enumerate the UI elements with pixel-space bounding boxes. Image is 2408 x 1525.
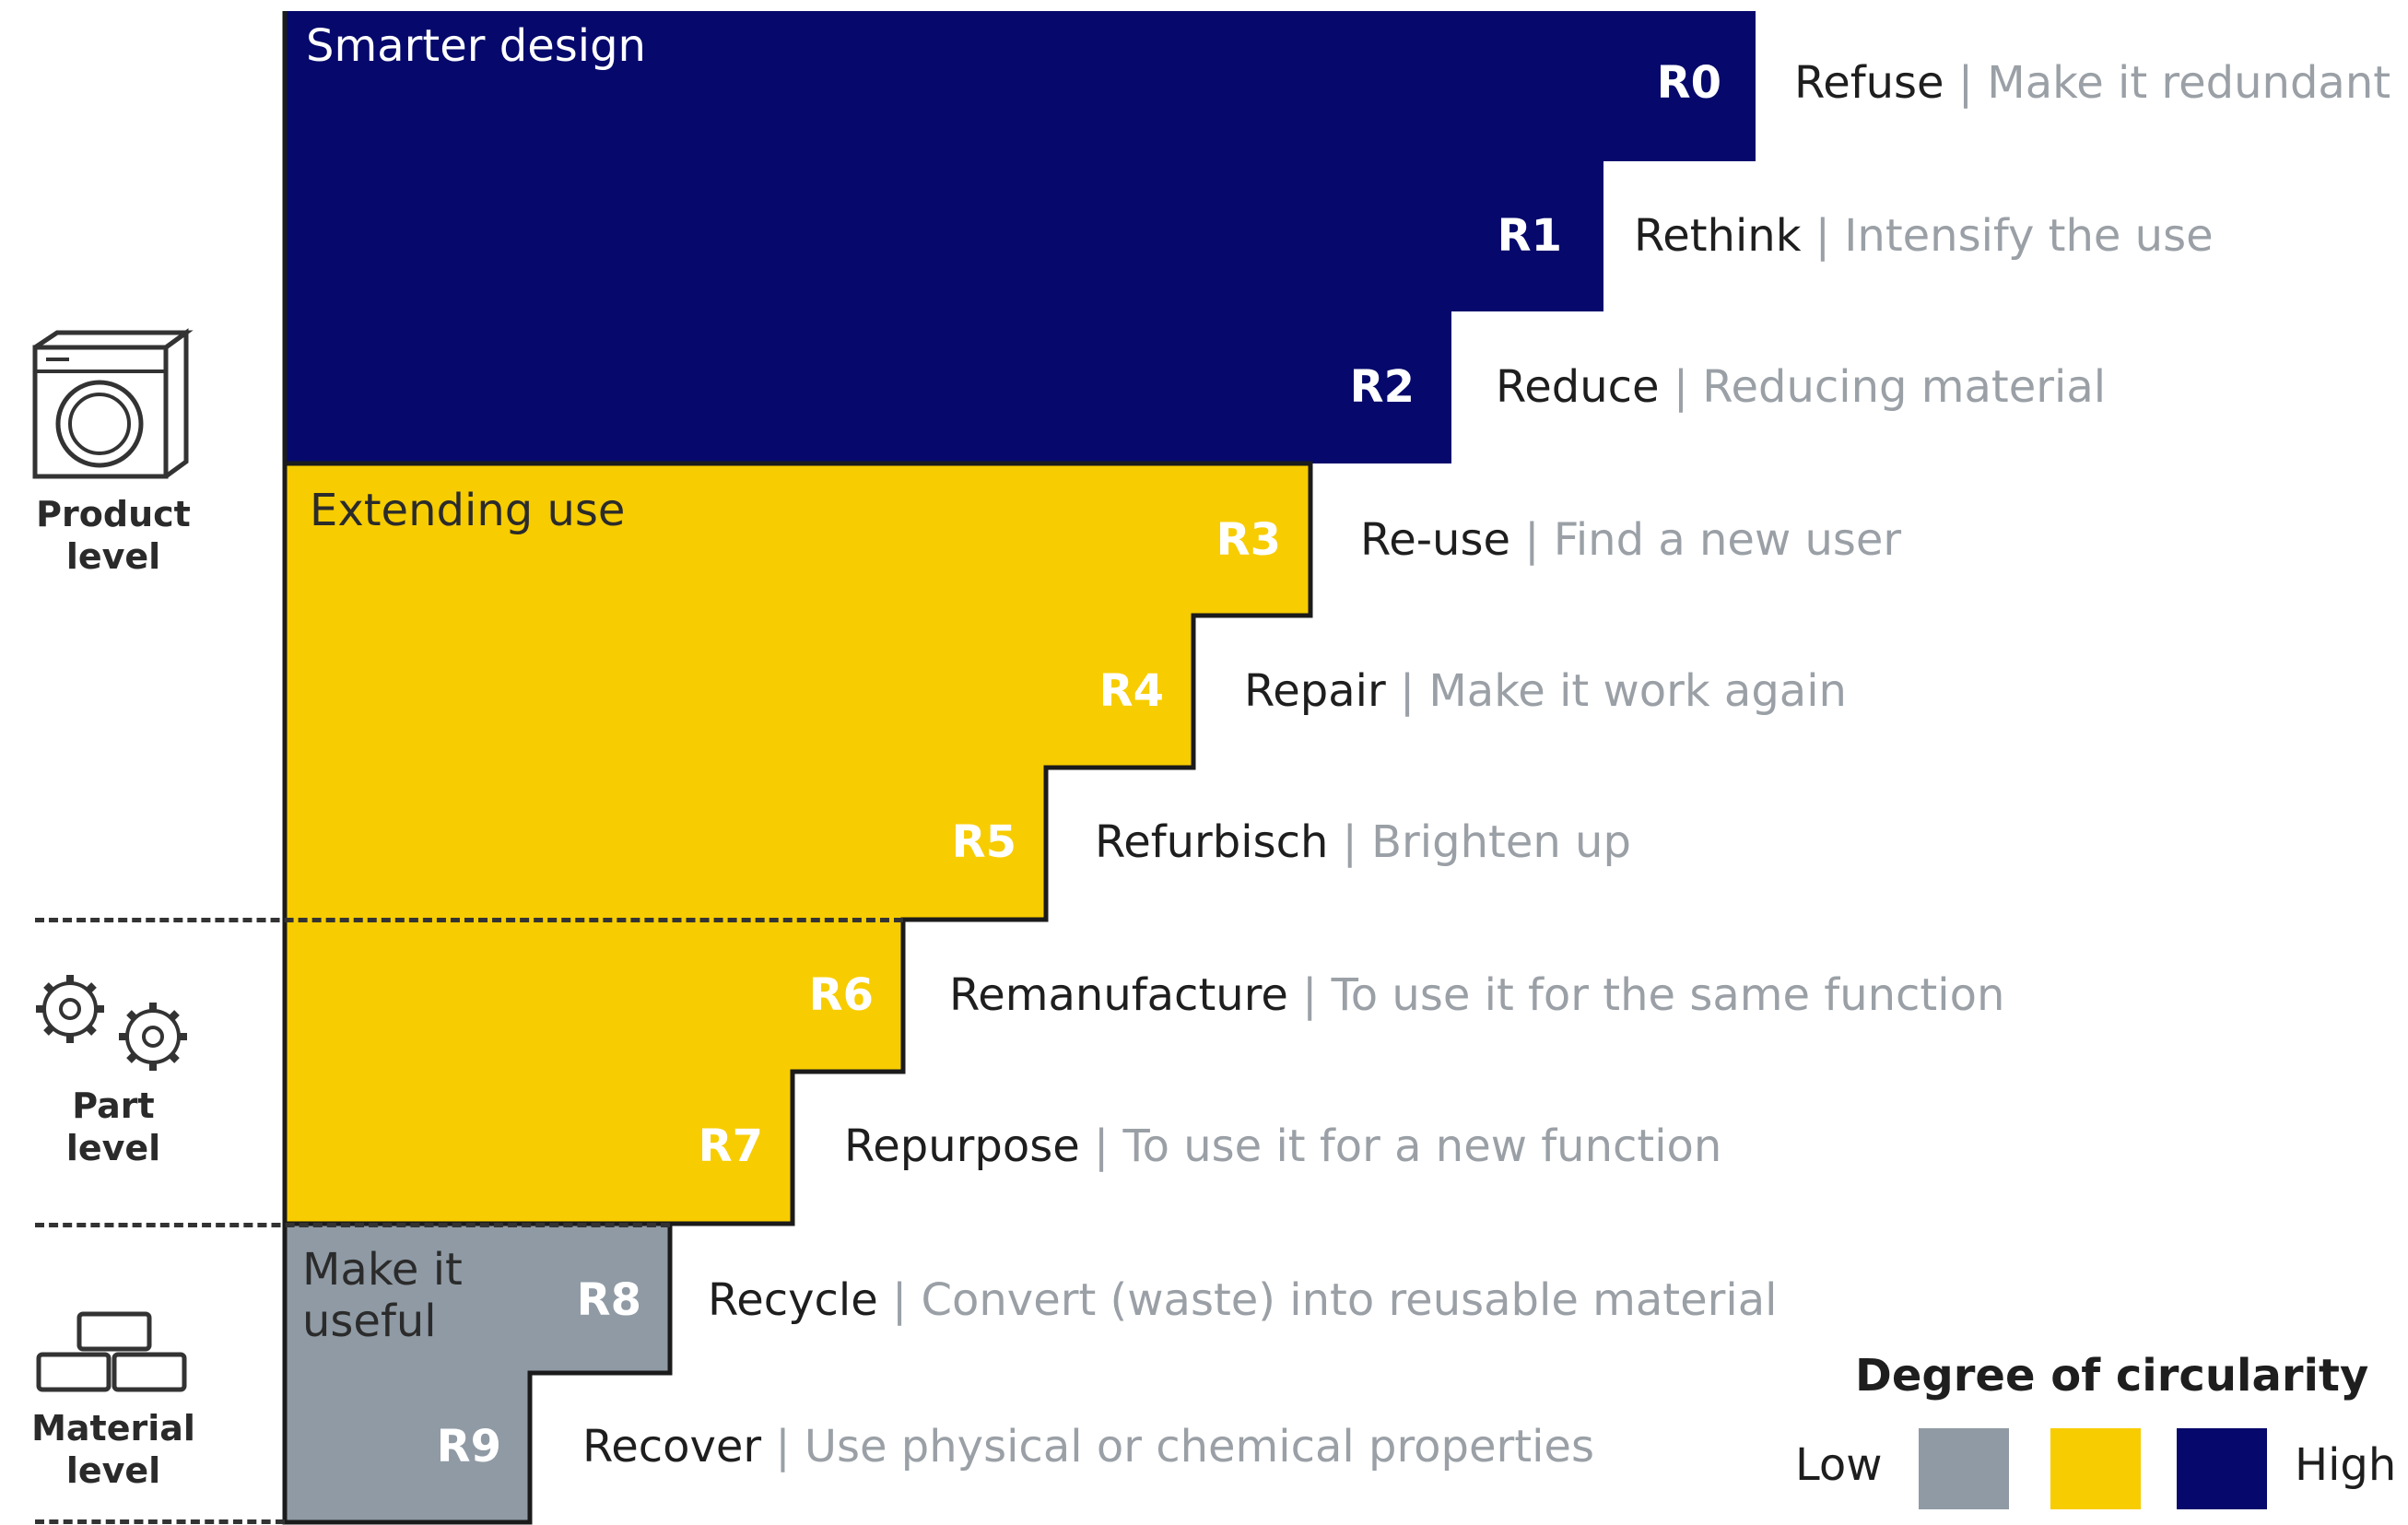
row-separator: | xyxy=(1399,665,1415,717)
level-divider-product-part xyxy=(35,918,903,922)
row-desc-intensify: Intensify the use xyxy=(1844,210,2214,262)
row-separator: | xyxy=(1342,816,1357,868)
code-r1: R1 xyxy=(1497,210,1562,262)
legend-low-label: Low xyxy=(1795,1439,1883,1491)
level-label-product: Product level xyxy=(36,494,191,577)
row-separator: | xyxy=(775,1421,791,1472)
code-r4: R4 xyxy=(1098,665,1164,717)
row-desc-reducing-material: Reducing material xyxy=(1702,361,2107,413)
row-name-recover: Recover xyxy=(582,1421,762,1472)
row-name-repair: Repair xyxy=(1244,665,1386,717)
row-r7: Repurpose | To use it for a new function xyxy=(844,1120,1721,1172)
row-separator: | xyxy=(1524,514,1540,566)
row-r9: Recover | Use physical or chemical prope… xyxy=(582,1421,1594,1472)
row-r6: Remanufacture | To use it for the same f… xyxy=(949,969,2004,1021)
row-r4: Repair | Make it work again xyxy=(1244,665,1847,717)
section-label-extending-use: Extending use xyxy=(310,485,626,536)
row-separator: | xyxy=(1957,57,1974,109)
row-r5: Refurbisch | Brighten up xyxy=(1095,816,1631,868)
section-label-smarter-design: Smarter design xyxy=(306,20,646,72)
smarter-design-block xyxy=(285,11,1756,463)
code-r0: R0 xyxy=(1656,57,1721,109)
row-separator: | xyxy=(1673,361,1688,413)
legend-high-label: High xyxy=(2295,1439,2397,1491)
legend-swatch-mid xyxy=(2050,1428,2141,1509)
row-name-remanufacture: Remanufacture xyxy=(949,969,1288,1021)
row-separator: | xyxy=(1815,210,1830,262)
section-label-make-it-useful: Make it useful xyxy=(302,1244,463,1347)
level-label-part: Part level xyxy=(65,1085,161,1168)
row-r3: Re-use | Find a new user xyxy=(1360,514,1901,566)
code-r7: R7 xyxy=(698,1120,763,1172)
row-desc-make-it-redundant: Make it redundant xyxy=(1987,57,2391,109)
row-r8: Recycle | Convert (waste) into reusable … xyxy=(708,1274,1777,1326)
row-r1: Rethink | Intensify the use xyxy=(1634,210,2214,262)
code-r3: R3 xyxy=(1216,514,1281,566)
row-desc-find-new-user: Find a new user xyxy=(1553,514,1902,566)
row-desc-make-it-work-again: Make it work again xyxy=(1428,665,1847,717)
legend-title: Degree of circularity xyxy=(1855,1350,2369,1402)
code-r6: R6 xyxy=(808,969,874,1021)
legend-swatch-low xyxy=(1919,1428,2009,1509)
row-name-refurbisch: Refurbisch xyxy=(1095,816,1329,868)
row-desc-brighten-up: Brighten up xyxy=(1371,816,1631,868)
row-name-re-use: Re-use xyxy=(1360,514,1511,566)
row-r0: Refuse | Make it redundant xyxy=(1794,57,2390,109)
bricks-icon xyxy=(36,1311,187,1392)
code-r5: R5 xyxy=(951,816,1016,868)
level-label-material: Material level xyxy=(31,1408,195,1491)
legend-swatch-high xyxy=(2177,1428,2267,1509)
row-separator: | xyxy=(892,1274,908,1326)
row-name-reduce: Reduce xyxy=(1496,361,1660,413)
row-desc-convert-waste: Convert (waste) into reusable material xyxy=(921,1274,1778,1326)
row-name-recycle: Recycle xyxy=(708,1274,878,1326)
row-r2: Reduce | Reducing material xyxy=(1496,361,2106,413)
code-r8: R8 xyxy=(576,1274,641,1326)
level-divider-part-material xyxy=(35,1223,670,1227)
row-desc-new-function: To use it for a new function xyxy=(1122,1120,1722,1172)
code-r9: R9 xyxy=(436,1421,501,1472)
gears-icon xyxy=(36,975,187,1071)
row-name-refuse: Refuse xyxy=(1794,57,1944,109)
row-name-rethink: Rethink xyxy=(1634,210,1802,262)
row-name-repurpose: Repurpose xyxy=(844,1120,1080,1172)
row-separator: | xyxy=(1302,969,1318,1021)
code-r2: R2 xyxy=(1349,361,1415,413)
level-divider-bottom xyxy=(35,1519,285,1524)
extending-use-block xyxy=(282,461,1313,1226)
washing-machine-icon xyxy=(32,328,194,479)
row-desc-same-function: To use it for the same function xyxy=(1331,969,2005,1021)
row-separator: | xyxy=(1094,1120,1110,1172)
row-desc-physical-chemical: Use physical or chemical properties xyxy=(804,1421,1594,1472)
